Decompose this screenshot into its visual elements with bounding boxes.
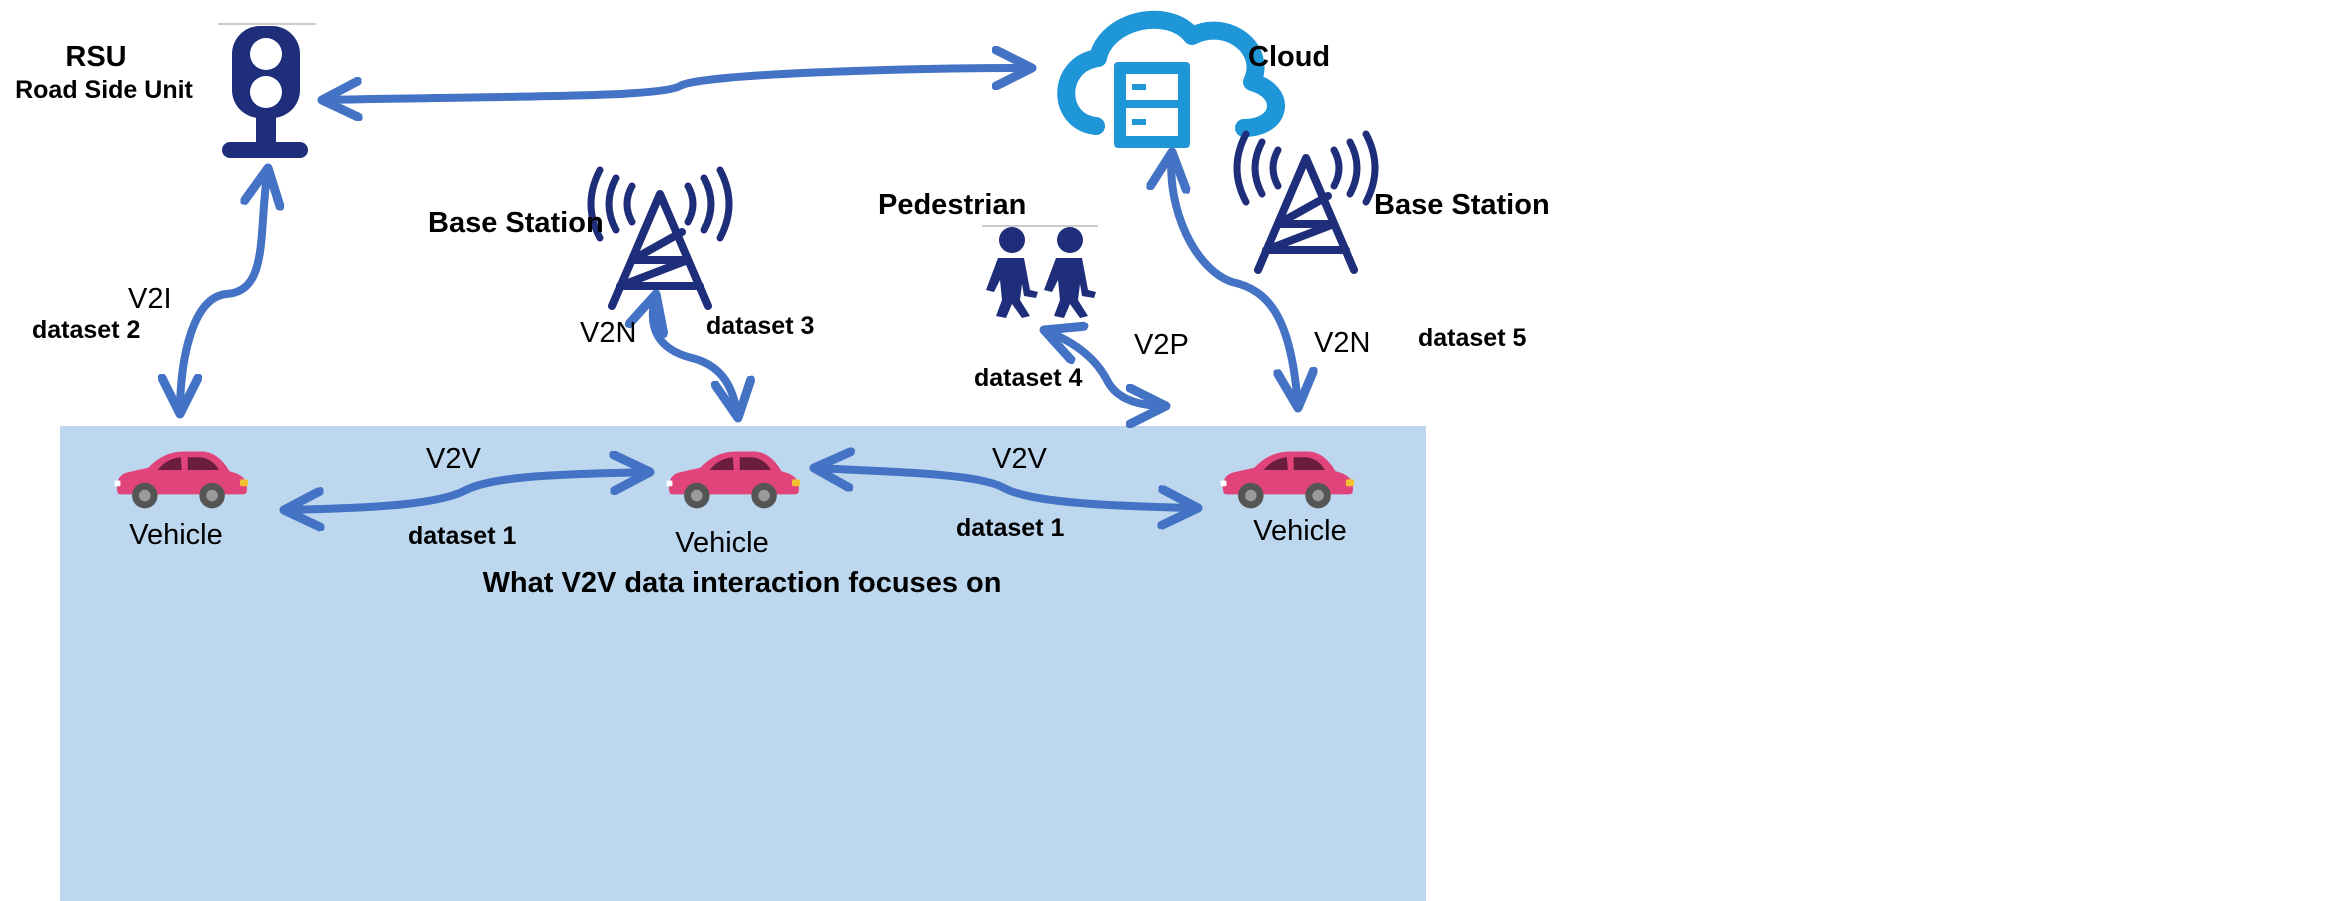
cloud-title: Cloud xyxy=(1248,41,1330,73)
v2n-middle-dataset-label: dataset 3 xyxy=(706,312,814,340)
v2v-right-dataset-label: dataset 1 xyxy=(956,514,1064,542)
pedestrian-title: Pedestrian xyxy=(878,189,1026,221)
rsu-title: RSU xyxy=(65,41,126,73)
radio-tower-icon xyxy=(591,170,729,306)
radio-tower-icon xyxy=(1237,134,1375,270)
v2n-right-dataset-label: dataset 5 xyxy=(1418,324,1526,352)
vehicle-middle-title: Vehicle xyxy=(675,527,769,559)
base-station-right-title: Base Station xyxy=(1374,189,1550,221)
v2n-middle-type-label: V2N xyxy=(580,317,636,349)
v2n-middle-arrow xyxy=(653,294,738,418)
rsu-cloud-arrow xyxy=(322,68,1032,100)
v2n-right-arrow xyxy=(1171,152,1298,408)
v2n-right-type-label: V2N xyxy=(1314,327,1370,359)
v2p-type-label: V2P xyxy=(1134,329,1189,361)
v2i-type-label: V2I xyxy=(128,283,172,315)
v2v-right-type-label: V2V xyxy=(992,443,1047,475)
traffic-light-icon xyxy=(222,26,308,158)
cloud-server-icon xyxy=(1057,10,1285,148)
panel-caption: What V2V data interaction focuses on xyxy=(483,567,1002,599)
rsu-subtitle: Road Side Unit xyxy=(15,76,193,104)
v2v-left-arrow xyxy=(284,472,650,510)
v2v-left-type-label: V2V xyxy=(426,443,481,475)
v2v-panel xyxy=(60,426,1426,901)
v2p-arrow xyxy=(1044,330,1166,406)
v2v-left-dataset-label: dataset 1 xyxy=(408,522,516,550)
base-station-middle-title: Base Station xyxy=(428,207,604,239)
v2p-dataset-label: dataset 4 xyxy=(974,364,1082,392)
vehicle-right-title: Vehicle xyxy=(1253,515,1347,547)
v2i-dataset-label: dataset 2 xyxy=(32,316,140,344)
pedestrians-icon xyxy=(986,227,1096,318)
vehicle-left-title: Vehicle xyxy=(129,519,223,551)
v2i-arrow xyxy=(180,168,268,414)
v2v-right-arrow xyxy=(814,468,1198,508)
